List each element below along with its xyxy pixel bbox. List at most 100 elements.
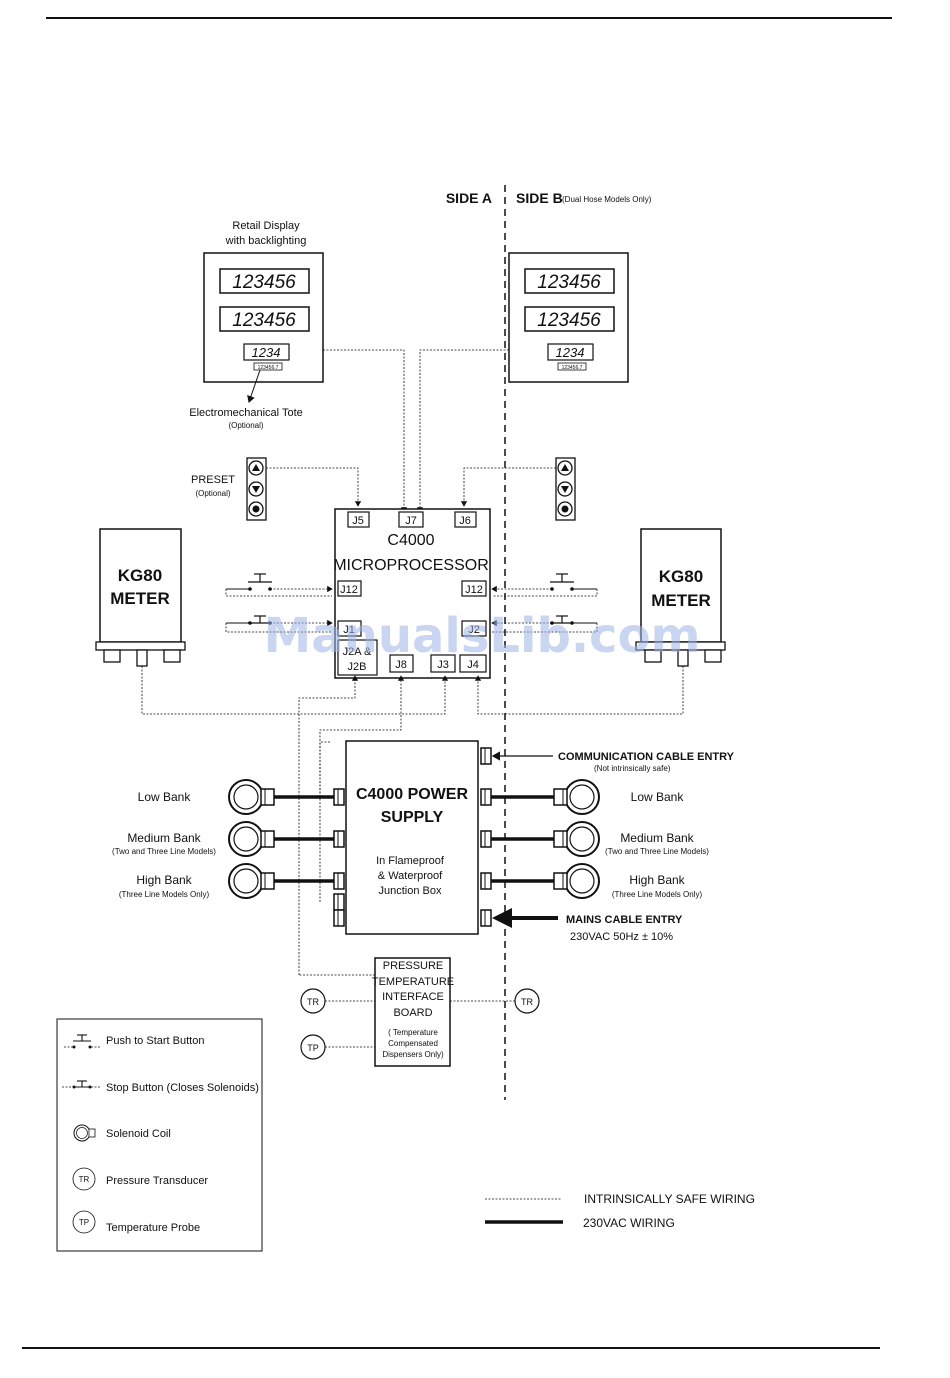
solenoid-left-medium	[228, 821, 334, 857]
tote-small-digits: 123456.7	[258, 365, 279, 371]
stop-button-icon	[62, 1080, 100, 1089]
stop-button-right[interactable]	[491, 615, 598, 633]
micro-title-2: MICROPROCESSOR	[333, 557, 489, 574]
bank-right-medium: Medium Bank	[620, 831, 694, 845]
stop-button-left[interactable]	[225, 615, 333, 633]
bank-right-high: High Bank	[629, 873, 685, 887]
kg80-right-line2: METER	[651, 591, 711, 610]
tp-label: TP	[307, 1043, 319, 1053]
j12-left-label: J12	[340, 584, 358, 596]
kg80-left-line1: KG80	[118, 566, 162, 585]
legend-push-label: Push to Start Button	[106, 1035, 204, 1047]
pressure-transducer-icon: TR	[72, 1167, 96, 1191]
solenoid-right-medium	[491, 821, 600, 857]
power-title-1: C4000 POWER	[356, 786, 468, 803]
power-sub-1: In Flameproof	[376, 855, 445, 867]
mains-entry-note: 230VAC 50Hz ± 10%	[570, 931, 673, 943]
preset-keypad-right[interactable]	[555, 457, 576, 521]
tote-digits: 1234	[252, 345, 281, 360]
display-digits-2: 123456	[232, 310, 296, 331]
retail-display-label-1: Retail Display	[232, 220, 300, 232]
kg80-right-line1: KG80	[659, 567, 703, 586]
solenoid-left-high	[228, 863, 334, 899]
ac-wiring-label: 230VAC WIRING	[583, 1216, 675, 1230]
legend-tp-label: Temperature Probe	[106, 1222, 200, 1234]
side-b-label: SIDE B	[516, 190, 563, 206]
tr-right-label: TR	[521, 997, 533, 1007]
legend-tr-label: Pressure Transducer	[106, 1175, 208, 1187]
bank-left-low: Low Bank	[138, 790, 192, 804]
micro-title-1: C4000	[387, 532, 434, 549]
solenoid-right-low	[491, 779, 600, 815]
pressure-temperature-board: PRESSURE TEMPERATURE INTERFACE BOARD ( T…	[372, 957, 454, 1067]
tote-small-digits-r: 123456.7	[562, 365, 583, 371]
bank-left-medium: Medium Bank	[127, 831, 201, 845]
tote-label-1: Electromechanical Tote	[189, 407, 303, 419]
c4000-power-supply: C4000 POWER SUPPLY In Flameproof & Water…	[333, 740, 492, 935]
preset-label-1: PRESET	[191, 474, 235, 486]
bank-left-medium-note: (Two and Three Line Models)	[112, 847, 216, 856]
side-b-note: (Dual Hose Models Only)	[562, 195, 652, 204]
c4000-microprocessor: J5 J7 J6 C4000 MICROPROCESSOR J12 J12 J1…	[333, 508, 491, 679]
legend-solenoid-label: Solenoid Coil	[106, 1128, 171, 1140]
bank-right-low: Low Bank	[631, 790, 685, 804]
pt-note-3: Dispensers Only)	[382, 1050, 444, 1059]
temperature-probe-icon: TP	[300, 1034, 326, 1060]
j2b-label: J2B	[348, 661, 367, 673]
display-digits-r1: 123456	[537, 272, 601, 293]
power-sub-2: & Waterproof	[378, 870, 443, 882]
kg80-left-line2: METER	[110, 589, 170, 608]
pt-note-2: Compensated	[388, 1039, 438, 1048]
pt-note-1: ( Temperature	[388, 1028, 438, 1037]
j2a-label: J2A &	[343, 646, 372, 658]
bank-left-high-note: (Three Line Models Only)	[119, 890, 210, 899]
bank-left-high: High Bank	[136, 873, 192, 887]
preset-label-2: (Optional)	[195, 489, 230, 498]
push-start-left[interactable]	[225, 573, 333, 597]
legend-tp-text: TP	[79, 1218, 89, 1227]
bank-right-high-note: (Three Line Models Only)	[612, 890, 703, 899]
mains-entry-arrow	[492, 908, 558, 928]
kg80-meter-right: KG80 METER	[635, 528, 726, 667]
j4-label: J4	[467, 659, 479, 671]
preset-keypad-left[interactable]	[246, 457, 267, 521]
tr-left-label: TR	[307, 997, 319, 1007]
display-digits-r2: 123456	[537, 310, 601, 331]
solenoid-coil-icon	[73, 1124, 96, 1142]
push-start-right[interactable]	[491, 573, 598, 597]
symbol-legend: Push to Start Button Stop Button (Closes…	[56, 1018, 263, 1252]
display-digits-1: 123456	[232, 272, 296, 293]
pt-line-3: INTERFACE	[382, 991, 444, 1003]
comm-entry-label: COMMUNICATION CABLE ENTRY	[558, 751, 735, 763]
side-a-label: SIDE A	[446, 190, 492, 206]
power-title-2: SUPPLY	[381, 809, 444, 826]
j2-right-label: J2	[468, 624, 480, 636]
tote-digits-r: 1234	[556, 345, 585, 360]
legend-stop-label: Stop Button (Closes Solenoids)	[106, 1082, 259, 1094]
retail-display-label-2: with backlighting	[225, 235, 307, 247]
wiring-legend: INTRINSICALLY SAFE WIRING 230VAC WIRING	[485, 1192, 755, 1230]
j3-label: J3	[437, 659, 449, 671]
pt-line-1: PRESSURE	[383, 960, 444, 972]
legend-tr-text: TR	[79, 1175, 90, 1184]
kg80-meter-left: KG80 METER	[95, 528, 186, 667]
push-to-start-icon	[64, 1034, 100, 1049]
pt-line-2: TEMPERATURE	[372, 976, 454, 988]
power-sub-3: Junction Box	[379, 885, 442, 897]
bank-right-medium-note: (Two and Three Line Models)	[605, 847, 709, 856]
solenoid-right-high	[491, 863, 600, 899]
solenoid-left-low	[228, 779, 334, 815]
pressure-transducer-left-icon: TR	[300, 988, 326, 1014]
j1-left-label: J1	[343, 624, 355, 636]
j8-label: J8	[395, 659, 407, 671]
watermark: ManualsLib.com	[264, 608, 701, 664]
retail-display-left: 123456 123456 1234 123456.7	[203, 252, 324, 383]
j5-label: J5	[352, 515, 364, 527]
retail-display-right: 123456 123456 1234 123456.7	[508, 252, 629, 383]
tote-label-2: (Optional)	[228, 421, 263, 430]
pressure-transducer-right-icon: TR	[514, 988, 540, 1014]
j12-right-label: J12	[465, 584, 483, 596]
mains-entry-label: MAINS CABLE ENTRY	[566, 914, 683, 926]
pt-line-4: BOARD	[393, 1007, 432, 1019]
